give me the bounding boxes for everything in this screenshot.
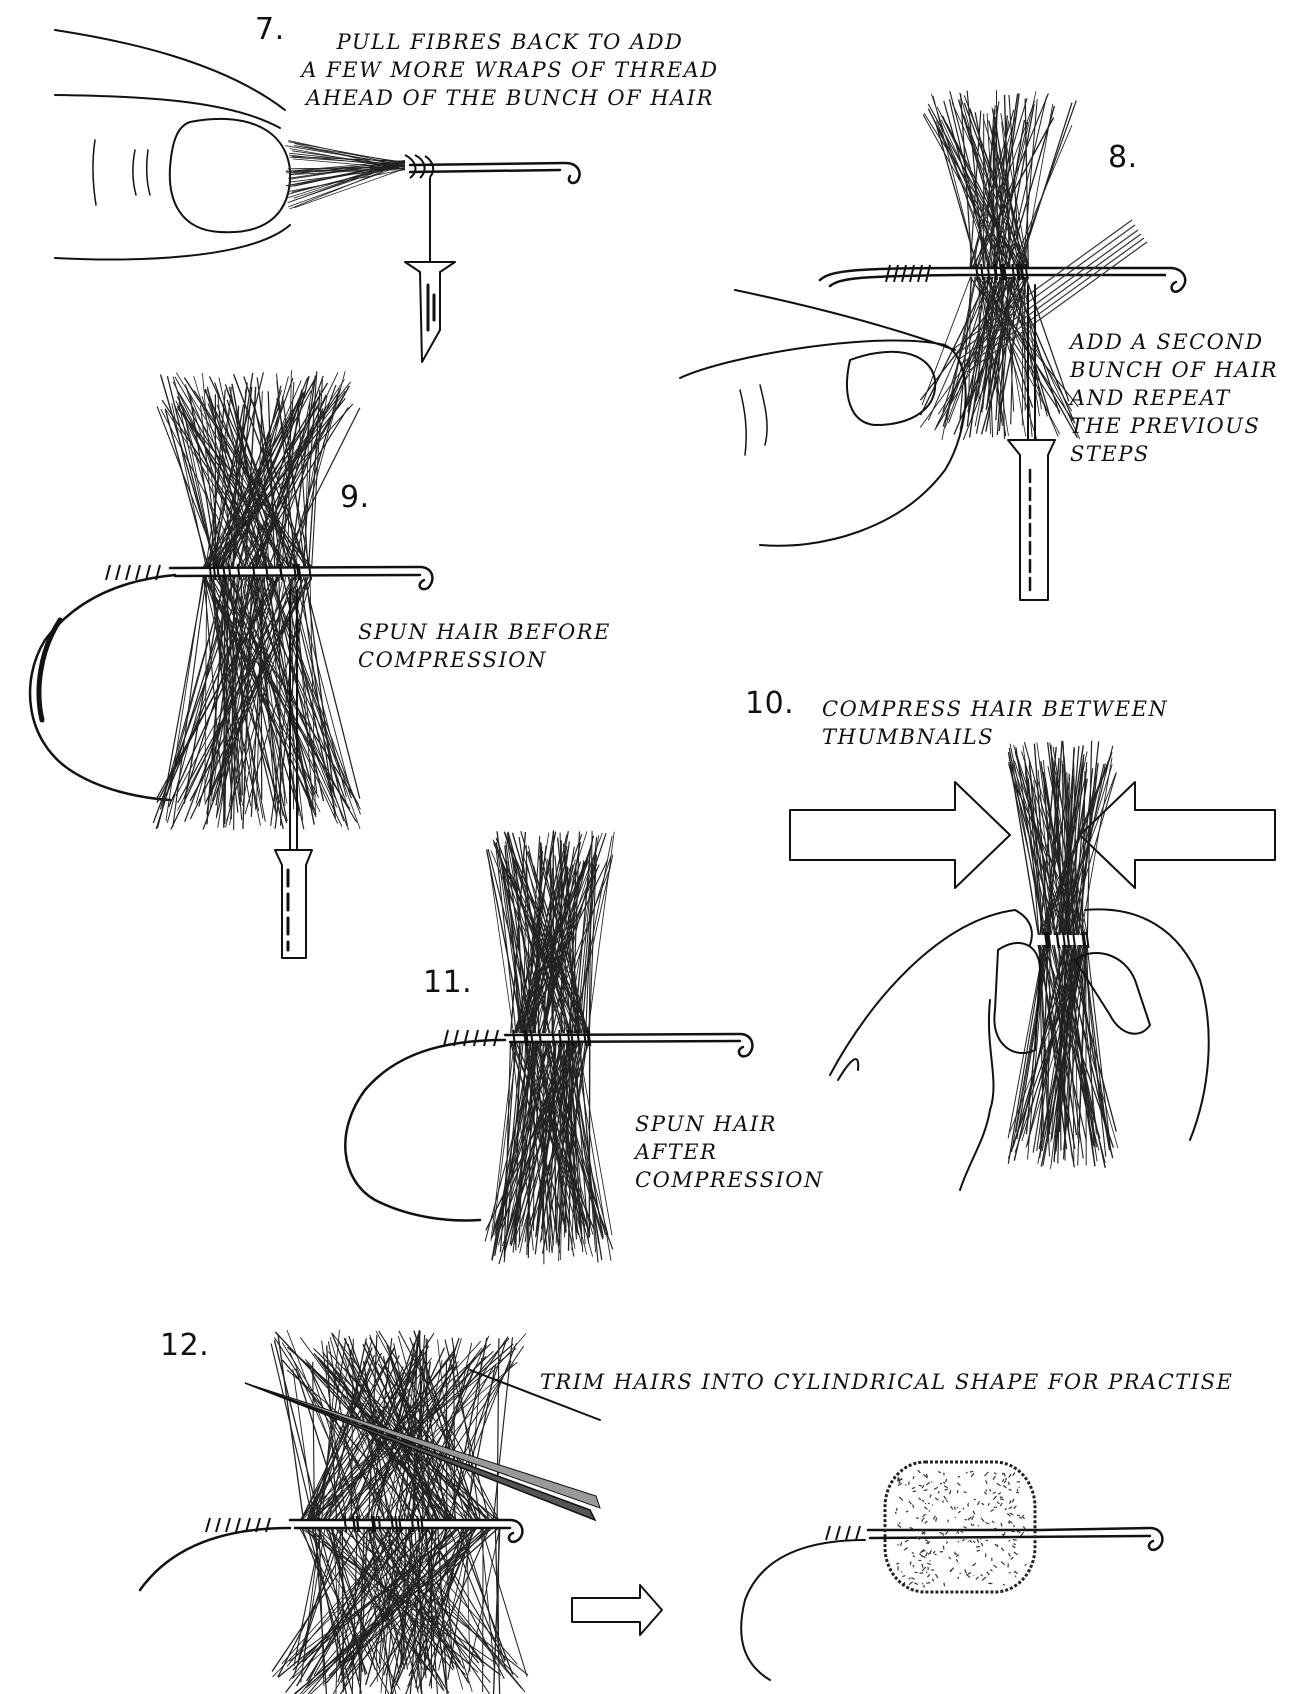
- step-10-caption: COMPRESS HAIR BETWEEN THUMBNAILS: [822, 695, 1168, 751]
- step-10-hair-fibres: [1008, 741, 1118, 1169]
- step-12-number: 12.: [160, 1328, 209, 1363]
- step-9-number: 9.: [340, 480, 370, 515]
- step-11-number: 11.: [423, 965, 472, 1000]
- step-11-caption: SPUN HAIR AFTER COMPRESSION: [635, 1110, 824, 1194]
- step-7-hair-fibres: [285, 141, 405, 210]
- step-11-hair-fibres: [485, 830, 614, 1264]
- step-9-caption: SPUN HAIR BEFORE COMPRESSION: [358, 618, 611, 674]
- step-7-number: 7.: [255, 12, 285, 47]
- step-8-caption: ADD A SECOND BUNCH OF HAIR AND REPEAT TH…: [1070, 328, 1278, 468]
- step-8-hair-fibres: [920, 90, 1080, 440]
- step-9-hair-fibres: [153, 370, 360, 830]
- step-10-illustration: [790, 741, 1275, 1190]
- step-8-number: 8.: [1108, 140, 1138, 175]
- step-12-caption: TRIM HAIRS INTO CYLINDRICAL SHAPE FOR PR…: [540, 1368, 1233, 1396]
- step-7-caption: PULL FIBRES BACK TO ADD A FEW MORE WRAPS…: [300, 28, 720, 112]
- step-12-hair-fibres: [271, 1330, 528, 1694]
- step-10-number: 10.: [745, 686, 794, 721]
- result-arrow: [572, 1585, 662, 1635]
- step-11-illustration: [345, 830, 752, 1264]
